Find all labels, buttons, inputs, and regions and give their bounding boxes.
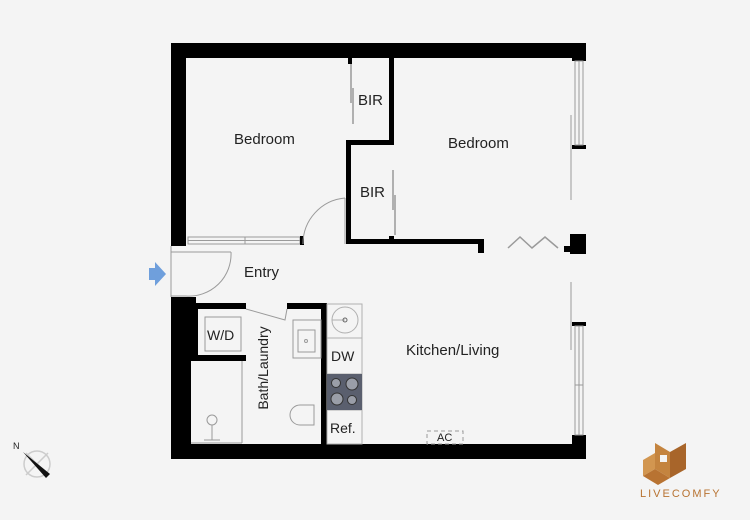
shower [191,361,243,444]
fixture-label-ac: AC [437,432,453,444]
bath-door [245,308,288,321]
fixture-label-dishwasher: DW [331,348,355,364]
brand-name: LIVECOMFY [640,488,722,500]
window-right-lower [570,282,584,436]
cooktop [327,374,362,410]
entry-door [170,246,232,297]
door-bedroom-1 [302,197,346,245]
kitchen-sink-drain [342,317,348,323]
fixture-label-washer-dryer: W/D [207,327,235,343]
compass-icon [23,450,51,478]
bath-basin [292,319,322,359]
bifold-door [507,235,559,249]
window-right-upper [570,60,584,200]
brand-logo-icon [643,443,686,485]
room-label-kitchen-living: Kitchen/Living [406,342,500,359]
toilet [289,404,315,426]
room-label-bedroom-2: Bedroom [448,135,509,152]
ac-unit [426,430,464,445]
compass-north-label: N [13,441,20,451]
room-label-bath-laundry: Bath/Laundry [255,326,271,410]
room-label-bir-2: BIR [360,184,386,201]
entry-arrow-icon [149,262,166,286]
room-label-bir-1: BIR [358,92,384,109]
fixture-label-refrigerator: Ref. [330,420,356,436]
washer-dryer [204,316,242,352]
walls [171,43,586,459]
bir-doors [350,64,396,235]
window-bedroom-1 [187,236,301,245]
room-label-entry: Entry [244,264,280,281]
room-label-bedroom-1: Bedroom [234,131,295,148]
